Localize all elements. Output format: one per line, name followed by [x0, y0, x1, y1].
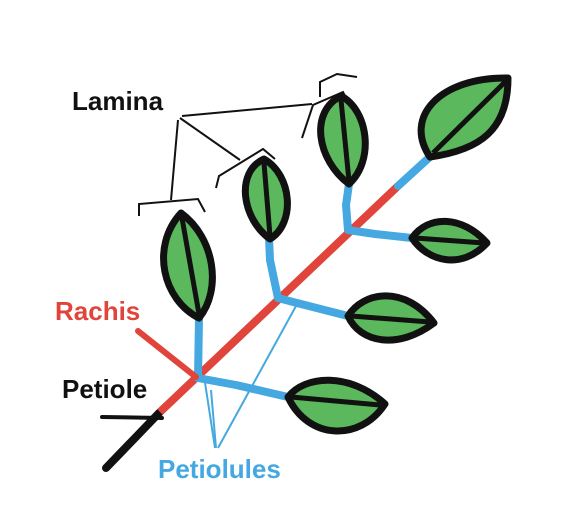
petiolule-top-lower [344, 226, 416, 242]
petiole-stalk [102, 408, 164, 472]
lamina-bracket-left [138, 197, 206, 216]
lamina-bracket-far [319, 72, 358, 97]
leaflet-top-upper [317, 92, 369, 188]
terminal-petiolule [394, 151, 436, 190]
leaflet-mid-upper [241, 155, 291, 243]
petiolule-mid-lower [274, 294, 352, 320]
leaflet-mid-lower [344, 292, 438, 344]
rachis-pointer [135, 328, 199, 380]
leaflet-terminal [417, 74, 512, 161]
lamina-label: Lamina [72, 86, 164, 116]
petiolule-top-upper [342, 180, 353, 234]
petiolule-mid-upper [265, 234, 282, 302]
petiolule-left-upper [194, 314, 203, 382]
petiole-pointer [100, 415, 164, 420]
petiolules-pointers [203, 305, 297, 449]
leaflet-left-upper [160, 209, 216, 322]
lamina-pointer-3 [181, 103, 313, 117]
lamina-bracket-top [301, 90, 348, 139]
lamina-pointer-1 [170, 119, 179, 201]
rachis-label: Rachis [55, 296, 140, 326]
lamina-bracket-mid [215, 147, 276, 189]
petiole-label: Petiole [62, 374, 147, 404]
petiolule-stalks [194, 180, 416, 401]
petiolule-left-lower [194, 374, 292, 401]
leaflet-top-lower [408, 217, 491, 264]
petiolules-label: Petiolules [158, 454, 281, 484]
leaflet-left-lower [284, 376, 389, 435]
lamina-pointer-2 [179, 117, 241, 161]
lamina-pointers [138, 72, 358, 216]
leaflets [160, 74, 512, 435]
